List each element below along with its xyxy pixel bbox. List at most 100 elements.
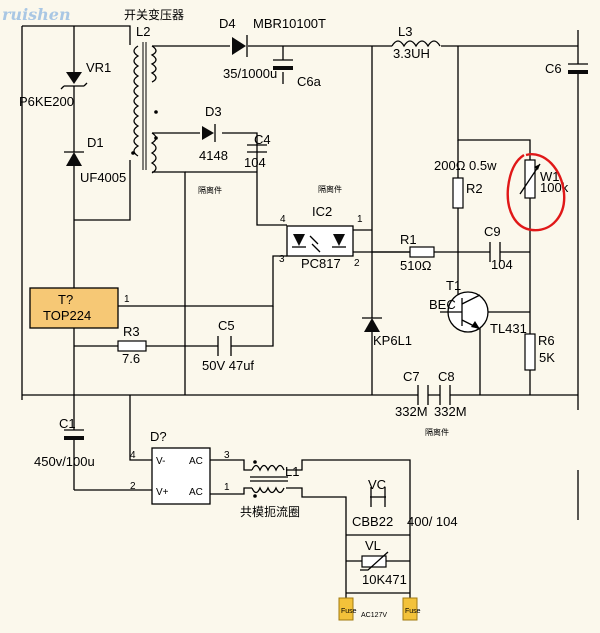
c6-id: C6 [545, 61, 562, 76]
ic2-pin1: 1 [357, 214, 363, 225]
capacitor-vc: VC CBB22 400/ 104 [352, 477, 458, 529]
bridge-id: D? [150, 429, 167, 444]
vr1-value: P6KE200 [19, 94, 74, 109]
capacitor-c9: C9 104 [484, 224, 513, 272]
c1-value: 450v/100u [34, 454, 95, 469]
w1-id: W1 [540, 169, 560, 184]
fuse-label-right: Fuse [405, 608, 421, 615]
diode-kp6l1: KP6L1 [362, 317, 412, 348]
resistor-r1: R1 510Ω [400, 232, 435, 273]
capacitor-c5: C5 50V 47uf [202, 318, 254, 373]
l1-id: L1 [285, 464, 299, 479]
capacitor-c6: C6 [545, 61, 588, 76]
ic2-id: IC2 [312, 204, 332, 219]
vc-id: VC [368, 477, 386, 492]
isolation-label-3: 隔离件 [425, 427, 449, 437]
c6a-id: C6a [297, 74, 322, 89]
isolation-label-2: 隔离件 [318, 184, 342, 194]
isolation-label-1: 隔离件 [198, 185, 222, 195]
c9-value: 104 [491, 257, 513, 272]
optocoupler-ic2: IC2 PC817 4 1 3 2 隔离件 [279, 184, 410, 271]
transformer-l2: 开关变压器 L2 [124, 7, 184, 174]
c9-id: C9 [484, 224, 501, 239]
diode-d4: D4 MBR10100T [219, 16, 326, 57]
bridge-pin3: 3 [224, 450, 230, 461]
c7-id: C7 [403, 369, 420, 384]
tvs-vr1: VR1 P6KE200 [19, 60, 111, 109]
r2-id: R2 [466, 181, 483, 196]
transformer-name: 开关变压器 [124, 7, 184, 22]
vr1-id: VR1 [86, 60, 111, 75]
top224-value: TOP224 [43, 308, 91, 323]
c6a-value: 35/1000u [223, 66, 277, 81]
r6-value: 5K [539, 350, 555, 365]
ic2-value: PC817 [301, 256, 341, 271]
fuse-label-left: Fuse [341, 608, 357, 615]
bridge-pin2: 2 [130, 481, 136, 492]
d4-id: D4 [219, 16, 236, 31]
vl-value: 10K471 [362, 572, 407, 587]
primary-wires [21, 25, 410, 491]
bridge-ac2: AC [189, 487, 203, 498]
r1-id: R1 [400, 232, 417, 247]
kp6l1-value: KP6L1 [373, 333, 412, 348]
diode-d3: D3 4148 [199, 104, 228, 163]
ic-top224: T? TOP224 1 [29, 287, 130, 329]
d3-id: D3 [205, 104, 222, 119]
t1-pins: BEC [429, 297, 456, 312]
c5-value: 50V 47uf [202, 358, 254, 373]
capacitor-c6a: 35/1000u C6a [223, 59, 322, 89]
d3-value: 4148 [199, 148, 228, 163]
bridge-vp: V+ [156, 487, 169, 498]
bridge-ac1: AC [189, 456, 203, 467]
capacitor-c1: C1 450v/100u [34, 416, 95, 469]
t1-value: TL431 [490, 321, 527, 336]
c4-value: 104 [244, 155, 266, 170]
watermark: ruishen [2, 5, 71, 24]
fuse-terminal-right: Fuse [402, 597, 421, 621]
bridge-rectifier: D? V- V+ AC AC 4 2 3 1 [130, 429, 230, 505]
ic2-pin3: 3 [279, 254, 285, 265]
resistor-r2: 200Ω 0.5w R2 [434, 158, 497, 209]
ic2-pin4: 4 [280, 214, 286, 225]
bridge-vm: V- [156, 456, 165, 467]
inductor-l3: L3 3.3UH [391, 24, 441, 61]
input-wires [210, 459, 411, 600]
transformer-id: L2 [136, 24, 150, 39]
top224-id: T? [58, 292, 73, 307]
ic2-pin2: 2 [354, 258, 360, 269]
d1-id: D1 [87, 135, 104, 150]
top224-pin1: 1 [124, 294, 130, 305]
r2-value: 200Ω 0.5w [434, 158, 497, 173]
r1-value: 510Ω [400, 258, 432, 273]
bridge-pin4: 4 [130, 450, 136, 461]
capacitor-c7-c8: C7 C8 332M 332M 隔离件 [395, 369, 467, 437]
potentiometer-w1: W1 100k [506, 153, 569, 232]
c4-id: C4 [254, 132, 271, 147]
common-mode-choke-l1: L1 共模扼流圈 [240, 460, 300, 519]
bridge-pin1: 1 [224, 482, 230, 493]
ac-input-label: AC127V [361, 612, 387, 619]
varistor-vl: VL 10K471 [346, 538, 410, 587]
l3-id: L3 [398, 24, 412, 39]
t1-id: T1 [446, 278, 461, 293]
capacitor-c4: C4 104 [244, 132, 271, 170]
d4-value: MBR10100T [253, 16, 326, 31]
r3-id: R3 [123, 324, 140, 339]
c1-id: C1 [59, 416, 76, 431]
l1-name: 共模扼流圈 [240, 504, 300, 519]
vc-type: CBB22 [352, 514, 393, 529]
transistor-t1: T1 BEC TL431 [429, 278, 527, 336]
vl-id: VL [365, 538, 381, 553]
c8-value: 332M [434, 404, 467, 419]
l3-value: 3.3UH [393, 46, 430, 61]
c5-id: C5 [218, 318, 235, 333]
r6-id: R6 [538, 333, 555, 348]
resistor-r3: R3 7.6 [117, 324, 147, 366]
c8-id: C8 [438, 369, 455, 384]
r3-value: 7.6 [122, 351, 140, 366]
resistor-r6: R6 5K [524, 333, 555, 371]
d1-value: UF4005 [80, 170, 126, 185]
